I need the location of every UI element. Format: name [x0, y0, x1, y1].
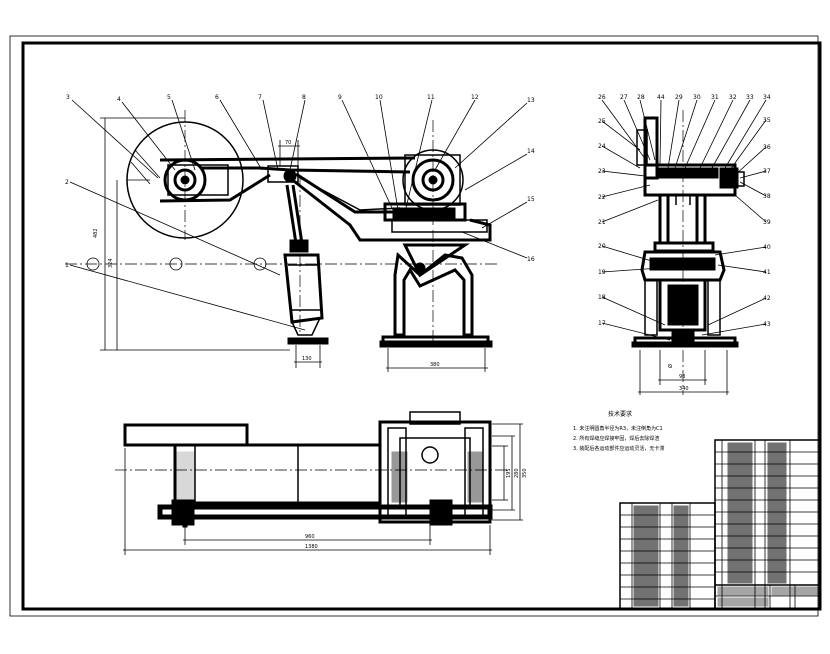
- dim-base-cylinder: 130: [302, 356, 312, 362]
- callout-19: 19: [598, 269, 606, 276]
- hydraulic-cylinder: 130: [283, 184, 329, 368]
- callout-16: 16: [527, 256, 535, 263]
- callout-35: 35: [763, 117, 771, 124]
- callout-20: 20: [598, 243, 606, 250]
- callout-22: 22: [598, 194, 606, 201]
- dim-base-column: 380: [430, 362, 440, 368]
- callout-40: 40: [763, 244, 771, 251]
- callout-21: 21: [598, 219, 606, 226]
- callout-8: 8: [302, 94, 306, 101]
- callout-30: 30: [693, 94, 701, 101]
- callout-10: 10: [375, 94, 383, 101]
- callout-14: 14: [527, 148, 535, 155]
- callout-32: 32: [729, 94, 737, 101]
- callout-42: 42: [763, 295, 771, 302]
- callout-23: 23: [598, 168, 606, 175]
- callout-15: 15: [527, 196, 535, 203]
- dim-main-height-outer: 482: [93, 228, 99, 238]
- callout-11: 11: [427, 94, 435, 101]
- callout-4: 4: [117, 96, 121, 103]
- dim-plan-inner-length: 960: [305, 534, 315, 540]
- inner-frame: [21, 41, 822, 611]
- callout-18: 18: [598, 294, 606, 301]
- callout-37: 37: [763, 168, 771, 175]
- callout-6: 6: [215, 94, 219, 101]
- main-front-view: 70 130 380: [65, 94, 535, 372]
- notes-line-2: 2. 所有焊缝应焊接牢固，焊后去除焊渣: [573, 435, 659, 442]
- callout-7: 7: [258, 94, 262, 101]
- callout-31: 31: [711, 94, 719, 101]
- callout-26: 26: [598, 94, 606, 101]
- dim-plan-width-b: 280: [514, 468, 520, 478]
- callout-24: 24: [598, 143, 606, 150]
- callout-39: 39: [763, 219, 771, 226]
- callout-5: 5: [167, 94, 171, 101]
- plan-view: 960 1380 195 280 350: [115, 411, 528, 555]
- notes-title: 技术要求: [608, 410, 632, 418]
- dim-main-height-inner: 324: [108, 258, 114, 268]
- side-view: 98 340 Ø 26 27 28: [598, 94, 771, 395]
- callout-34: 34: [763, 94, 771, 101]
- callout-27: 27: [620, 94, 628, 101]
- callout-28: 28: [637, 94, 645, 101]
- svg-text:Ø: Ø: [667, 364, 674, 368]
- callout-17: 17: [598, 320, 606, 327]
- support-column: 380: [379, 243, 493, 372]
- callout-38: 38: [763, 193, 771, 200]
- callout-33: 33: [746, 94, 754, 101]
- callout-3: 3: [66, 94, 70, 101]
- dim-main-top: 70: [285, 140, 291, 146]
- callout-43: 43: [763, 321, 771, 328]
- callout-13: 13: [527, 97, 535, 104]
- callout-2: 2: [65, 179, 69, 186]
- callout-1: 1: [65, 262, 69, 269]
- notes-line-1: 1. 未注明圆角半径为R3，未注倒角为C1: [573, 425, 663, 432]
- dim-plan-width-a: 195: [506, 468, 512, 478]
- callout-29: 29: [675, 94, 683, 101]
- callout-44: 44: [657, 94, 665, 101]
- dim-plan-width-c: 350: [522, 468, 528, 478]
- technical-notes: 技术要求 1. 未注明圆角半径为R3，未注倒角为C1 2. 所有焊缝应焊接牢固，…: [573, 410, 664, 452]
- outer-border: [9, 35, 819, 617]
- callout-9: 9: [338, 94, 342, 101]
- dim-plan-total-length: 1380: [305, 544, 318, 550]
- title-block: [619, 439, 821, 610]
- dim-side-bottom-outer: 340: [679, 386, 689, 392]
- dim-side-bottom-inner: 98: [679, 374, 685, 380]
- callout-36: 36: [763, 144, 771, 151]
- callout-25: 25: [598, 118, 606, 125]
- callout-12: 12: [471, 94, 479, 101]
- callout-41: 41: [763, 269, 771, 276]
- notes-line-3: 3. 装配后各运动部件应运动灵活，无卡滞: [573, 445, 664, 452]
